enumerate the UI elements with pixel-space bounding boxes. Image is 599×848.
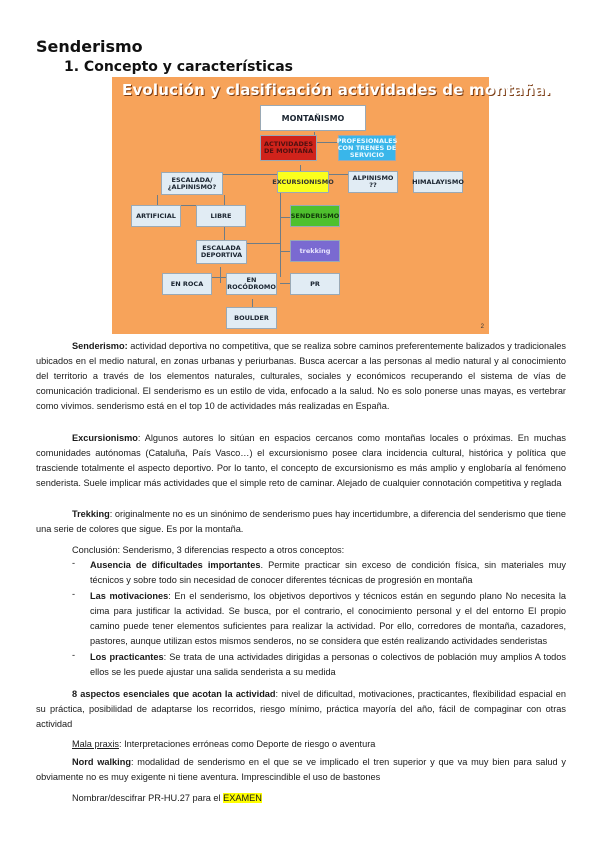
text-trekking: : originalmente no es un sinónimo de sen… xyxy=(36,509,566,534)
bullet-label-2: Las motivaciones xyxy=(90,591,169,601)
bullet-item-3: Los practicantes: Se trata de una activi… xyxy=(90,650,566,680)
connector-line xyxy=(287,142,353,143)
paragraph-mala-praxis: Mala praxis: Interpretaciones erróneas c… xyxy=(72,737,375,752)
section-heading: 1. Concepto y características xyxy=(64,59,293,75)
bullet-text-2: : En el senderismo, los objetivos deport… xyxy=(90,591,566,646)
paragraph-examen: Nombrar/descifrar PR-HU.27 para el EXAME… xyxy=(72,791,262,806)
text-examen-prefix: Nombrar/descifrar PR-HU.27 para el xyxy=(72,793,224,803)
bullet-label-1: Ausencia de dificultades importantes xyxy=(90,560,261,570)
bullet-item-1: Ausencia de dificultades importantes. Pe… xyxy=(90,558,566,588)
connector-line xyxy=(142,205,232,206)
paragraph-nordic-walking: Nord walking: modalidad de senderismo en… xyxy=(36,755,566,785)
paragraph-trekking: Trekking: originalmente no es un sinónim… xyxy=(36,507,566,537)
node-en-roca: EN ROCA xyxy=(162,273,212,295)
node-trekking: trekking xyxy=(290,240,340,262)
label-nordic-walking: Nord walking xyxy=(72,757,131,767)
connector-line xyxy=(280,217,290,218)
node-pr: PR xyxy=(290,273,340,295)
label-excursionismo: Excursionismo xyxy=(72,433,138,443)
label-mala-praxis: Mala praxis xyxy=(72,739,119,749)
connector-line xyxy=(220,267,221,283)
text-aspectos: : nivel de dificultad, motivaciones, pra… xyxy=(36,689,566,729)
text-nordic-walking: : modalidad de senderismo en el que se v… xyxy=(36,757,566,782)
bullet-marker: - xyxy=(72,589,76,599)
diagram-page-number: 2 xyxy=(480,324,484,330)
bullet-text-1: . Permite practicar sin exceso de condic… xyxy=(90,560,566,585)
diagram-title: Evolución y clasificación actividades de… xyxy=(122,81,552,99)
page-title: Senderismo xyxy=(36,37,143,56)
label-aspectos: 8 aspectos esenciales que acotan la acti… xyxy=(72,689,276,699)
connector-line xyxy=(280,251,290,252)
bullet-marker: - xyxy=(72,558,76,568)
paragraph-senderismo: Senderismo: actividad deportiva no compe… xyxy=(36,339,566,414)
connector-line xyxy=(162,174,380,175)
label-trekking: Trekking xyxy=(72,509,110,519)
node-artificial: ARTIFICIAL xyxy=(131,205,181,227)
text-excursionismo: : Algunos autores lo sitúan en espacios … xyxy=(36,433,566,488)
connector-line xyxy=(252,299,253,309)
node-alpinismo: ALPINISMO ?? xyxy=(348,171,398,193)
node-senderismo: SENDERISMO xyxy=(290,205,340,227)
highlight-examen: EXAMEN xyxy=(223,793,262,803)
connector-line xyxy=(280,283,290,284)
node-libre: LIBRE xyxy=(196,205,246,227)
node-excursionismo: EXCURSIONISMO xyxy=(272,171,334,193)
node-actividades: ACTIVIDADES DE MONTAÑA xyxy=(260,135,317,161)
node-himalayismo: HIMALAYISMO xyxy=(412,171,464,193)
node-en-rocodromo: EN ROCÓDROMO xyxy=(226,273,277,295)
node-profesionales: PROFESIONALES CON TRENES DE SERVICIO xyxy=(337,135,397,161)
bullet-item-2: Las motivaciones: En el senderismo, los … xyxy=(90,589,566,649)
label-senderismo: Senderismo: xyxy=(72,341,128,351)
bullet-label-3: Los practicantes xyxy=(90,652,164,662)
connector-line xyxy=(157,195,158,205)
paragraph-excursionismo: Excursionismo: Algunos autores lo sitúan… xyxy=(36,431,566,491)
text-senderismo: actividad deportiva no competitiva, que … xyxy=(36,341,566,411)
node-escalada-alpinismo: ESCALADA/ ¿ALPINISMO? xyxy=(161,172,223,195)
paragraph-aspectos: 8 aspectos esenciales que acotan la acti… xyxy=(36,687,566,732)
bullet-text-3: : Se trata de una actividades dirigidas … xyxy=(90,652,566,677)
connector-line xyxy=(300,165,301,174)
classification-diagram: Evolución y clasificación actividades de… xyxy=(112,77,551,334)
connector-line xyxy=(280,187,281,277)
node-boulder: BOULDER xyxy=(226,307,277,329)
node-escalada-deportiva: ESCALADA DEPORTIVA xyxy=(196,240,247,264)
bullet-marker: - xyxy=(72,650,76,660)
text-mala-praxis: : Interpretaciones erróneas como Deporte… xyxy=(118,739,376,749)
node-montanismo: MONTAÑISMO xyxy=(260,105,366,131)
conclusion-text: Conclusión: Senderismo, 3 diferencias re… xyxy=(72,545,345,555)
connector-line xyxy=(224,243,280,244)
